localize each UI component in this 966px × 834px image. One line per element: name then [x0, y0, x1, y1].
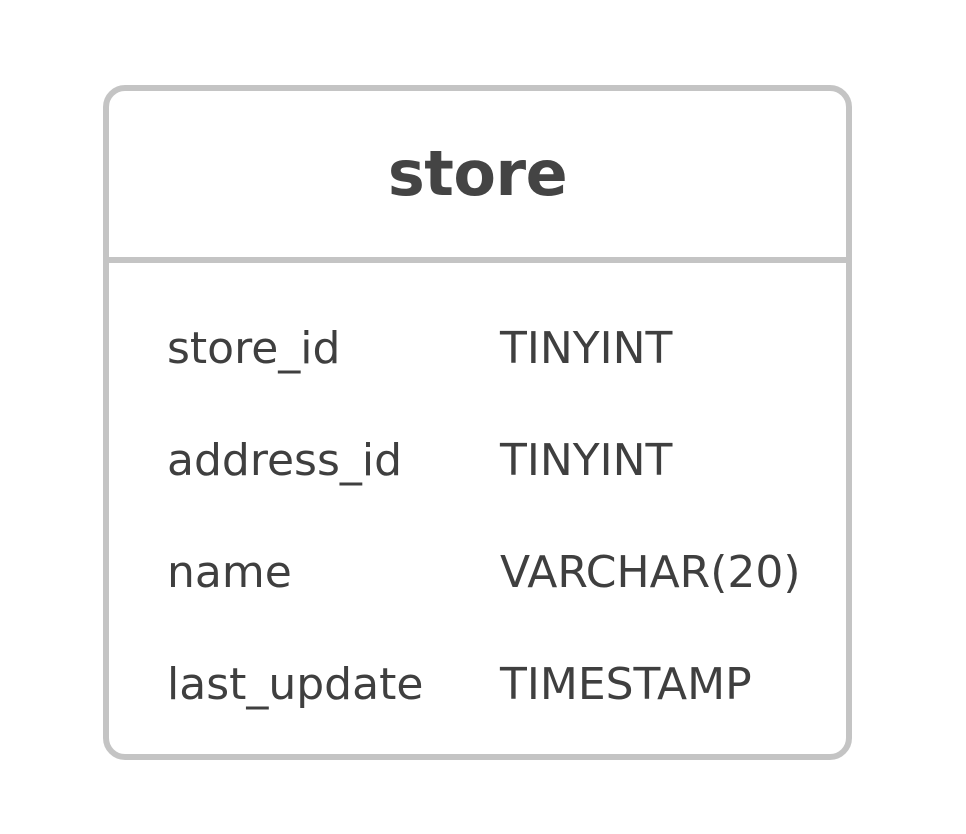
field-name: last_update — [167, 659, 424, 710]
field-type: TINYINT — [500, 323, 673, 374]
entity-header: store — [109, 91, 846, 263]
entity-card-store[interactable]: store store_id TINYINT address_id TINYIN… — [103, 85, 852, 760]
entity-field-list: store_id TINYINT address_id TINYINT name… — [109, 263, 846, 754]
entity-title: store — [387, 137, 568, 210]
field-name: store_id — [167, 323, 341, 374]
field-name: address_id — [167, 435, 403, 486]
entity-field-row[interactable]: last_update TIMESTAMP — [109, 629, 846, 741]
field-type: TIMESTAMP — [500, 659, 752, 710]
entity-field-row[interactable]: store_id TINYINT — [109, 293, 846, 405]
field-name: name — [167, 547, 292, 598]
field-type: TINYINT — [500, 435, 673, 486]
field-type: VARCHAR(20) — [500, 547, 801, 598]
entity-field-row[interactable]: address_id TINYINT — [109, 405, 846, 517]
entity-field-row[interactable]: name VARCHAR(20) — [109, 517, 846, 629]
